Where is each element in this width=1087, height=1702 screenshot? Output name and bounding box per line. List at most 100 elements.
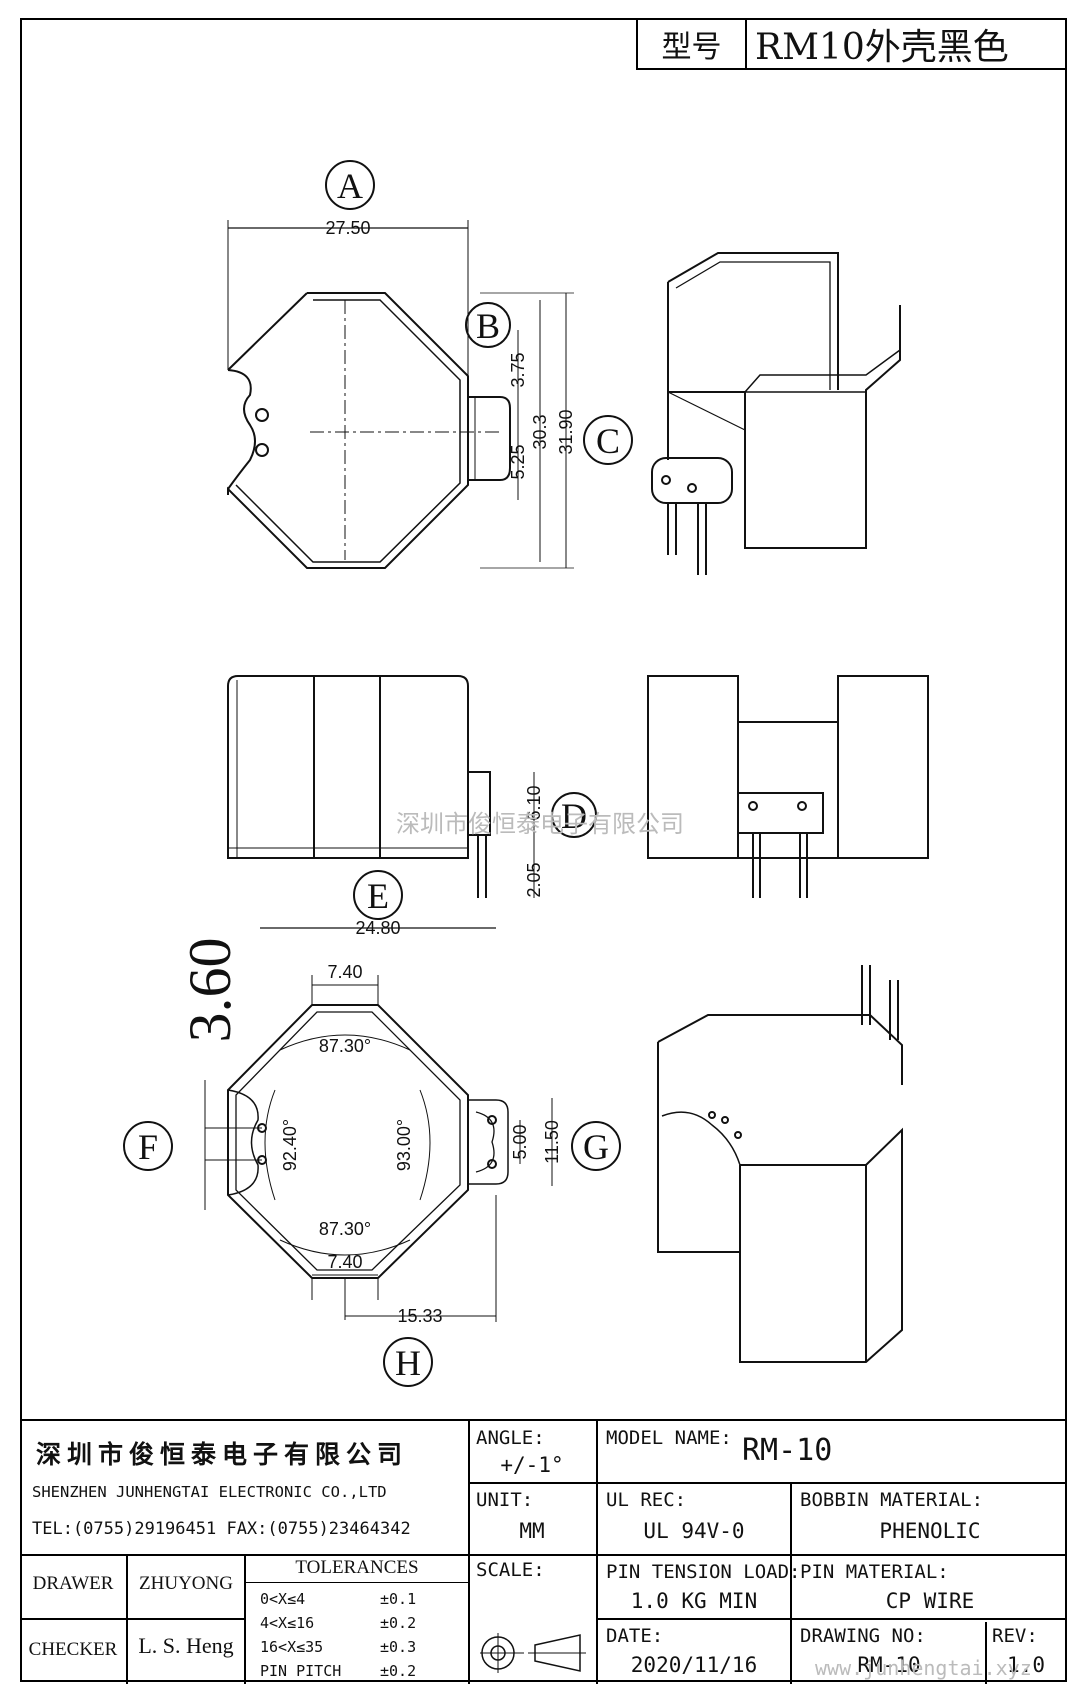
iso2-front-block (739, 1127, 903, 1363)
model-name-value: RM-10 (742, 1433, 833, 1468)
dim-500-text: 5.00 (510, 1124, 530, 1159)
pin-material-label: PIN MATERIAL: (800, 1561, 949, 1583)
iso-slope (667, 391, 746, 431)
dim-width-text: 27.50 (325, 218, 370, 238)
pin-dot (687, 483, 697, 493)
tolerance-value: ±0.3 (380, 1638, 417, 1656)
unit-value: MM (519, 1519, 545, 1543)
pin-hole (708, 1111, 716, 1119)
circle-a-text: A (337, 166, 363, 206)
angle-arc-top (279, 1034, 411, 1051)
side-right-header (737, 792, 824, 834)
ul-rec-value: UL 94V-0 (643, 1519, 745, 1543)
pin-hole (255, 408, 269, 422)
dim-525-text: 5.25 (508, 444, 528, 479)
dim-1150-text: 11.50 (542, 1120, 562, 1164)
grid-v (468, 1421, 470, 1684)
pin-dot (487, 1159, 497, 1169)
dim-angle-top-text: 87.30° (319, 1036, 371, 1056)
dim-740-bottom-text: 7.40 (327, 1252, 362, 1272)
circle-g-text: G (583, 1127, 609, 1167)
drawing-no-value: RM-10 (857, 1653, 921, 1677)
label-circle-c (583, 415, 633, 465)
iso-view-bottom (657, 965, 903, 1363)
bottom-pin-header (468, 1099, 509, 1185)
drawer-label: DRAWER (32, 1573, 114, 1594)
tolerance-value: ±0.2 (380, 1614, 417, 1632)
label-circle-g (571, 1121, 621, 1171)
tolerance-range: 16<X≤35 (260, 1638, 324, 1656)
grid-v (126, 1556, 128, 1684)
top-inner-outline (235, 299, 461, 563)
grid-h (596, 1618, 1067, 1620)
model-title-box: 型号 RM10外壳黑色 (636, 18, 1067, 70)
iso2-top (657, 1014, 903, 1085)
circle-c-text: C (596, 421, 620, 461)
iso-view-top (651, 252, 901, 575)
label-circle-f (123, 1121, 173, 1171)
rev-label: REV: (992, 1625, 1038, 1647)
tolerance-values: ±0.1 ±0.2 ±0.3 ±0.2 (380, 1587, 460, 1683)
side-left-outline (227, 675, 469, 859)
iso-pin-header (651, 457, 733, 504)
dim-360-text: 3.60 (177, 938, 243, 1043)
tolerance-value: ±0.1 (380, 1590, 417, 1608)
drawing-no-label: DRAWING NO: (800, 1625, 926, 1647)
angle-value: +/-1° (500, 1453, 564, 1477)
tolerance-value: ±0.2 (380, 1662, 417, 1680)
dim-3190-text: 31.90 (556, 409, 576, 454)
dim-740-top-text: 7.40 (327, 962, 362, 982)
bottom-view: E 24.80 3.60 7.40 87.30° 92.40° 93.00° 8… (123, 870, 621, 1387)
grid-v (790, 1482, 792, 1684)
bottom-header-notch (475, 1111, 495, 1173)
scale-label: SCALE: (476, 1559, 545, 1581)
iso2-notch (661, 1111, 741, 1166)
grid-h (468, 1482, 1067, 1484)
grid-h (20, 1554, 1067, 1556)
company-name-en: SHENZHEN JUNHENGTAI ELECTRONIC CO.,LTD (32, 1483, 387, 1501)
pin-material-value: CP WIRE (885, 1589, 975, 1613)
circle-h-text: H (395, 1343, 421, 1383)
top-view: A 27.50 B 3.75 5.25 30.3 31.90 C (227, 160, 633, 569)
watermark-center: 深圳市俊恒泰电子有限公司 (396, 810, 684, 838)
circle-e-text: E (367, 876, 389, 916)
tolerance-range: PIN PITCH (260, 1662, 342, 1680)
projection-symbol-icon (480, 1633, 586, 1673)
title-block: 深圳市俊恒泰电子有限公司 SHENZHEN JUNHENGTAI ELECTRO… (20, 1419, 1067, 1684)
date-value: 2020/11/16 (630, 1653, 758, 1677)
circle-b-text: B (476, 306, 500, 346)
angle-arc-bottom (279, 1239, 411, 1256)
dim-303-text: 30.3 (530, 414, 550, 449)
angle-arc-right (419, 1089, 431, 1201)
bobbin-material-value: PHENOLIC (879, 1519, 981, 1543)
pin-tension-value: 1.0 KG MIN (630, 1589, 758, 1613)
dim-angle-bottom-text: 87.30° (319, 1219, 371, 1239)
tolerance-ranges: 0<X≤4 4<X≤16 16<X≤35 PIN PITCH (260, 1587, 360, 1683)
checker-value: L. S. Heng (138, 1633, 234, 1658)
label-circle-e (353, 870, 403, 920)
top-outline (227, 292, 469, 569)
date-label: DATE: (606, 1625, 664, 1647)
company-contact: TEL:(0755)29196451 FAX:(0755)23464342 (32, 1519, 411, 1539)
pin-hole (255, 443, 269, 457)
model-name-label: MODEL NAME: (606, 1427, 732, 1449)
dim-angle-right-text: 93.00° (394, 1119, 414, 1171)
pin-tension-label: PIN TENSION LOAD: (606, 1561, 801, 1583)
pin-dot (748, 801, 758, 811)
checker-label: CHECKER (28, 1639, 118, 1660)
side-view-right (647, 675, 929, 898)
circle-d-text: D (561, 796, 587, 836)
circle-f-text: F (138, 1127, 158, 1167)
grid-v (244, 1556, 246, 1684)
top-pin-header (468, 396, 511, 481)
pin-hole (734, 1131, 742, 1139)
dim-205-text: 2.05 (524, 862, 544, 897)
pin-hole (721, 1116, 729, 1124)
label-circle-d (551, 792, 597, 838)
iso-top-edge (744, 349, 901, 393)
tolerance-range: 0<X≤4 (260, 1590, 306, 1608)
bottom-inner (235, 1011, 461, 1271)
angle-arc-left (264, 1089, 276, 1201)
company-name-cn: 深圳市俊恒泰电子有限公司 (36, 1440, 409, 1469)
dim-1533-text: 15.33 (397, 1306, 442, 1326)
